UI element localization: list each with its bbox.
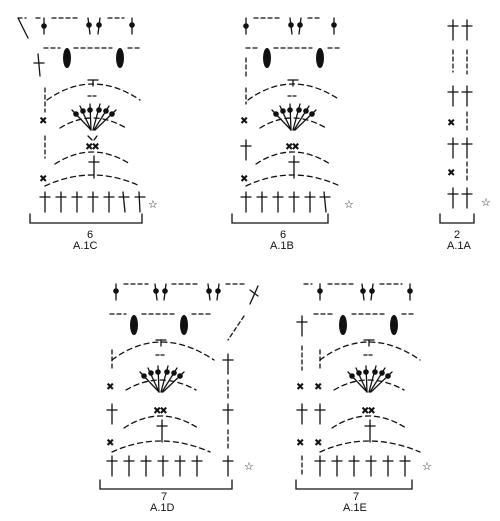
svg-text:×: × (107, 381, 113, 393)
svg-text:×: × (315, 437, 321, 449)
diagram-a1d: × ×× × ☆ 7 A.1D (99, 283, 259, 514)
a1e-stitch-count: 7 (353, 491, 359, 503)
a1c-repeat-star: ☆ (148, 198, 158, 211)
a1b-label: A.1B (270, 240, 294, 252)
a1e-row-2 (296, 313, 417, 337)
a1b-bracket (231, 213, 329, 224)
a1e-top-row (303, 283, 413, 301)
a1c-bracket (29, 213, 143, 224)
diagram-a1c: × ×× × ☆ 6 A.1C (17, 17, 158, 252)
a1d-lower: ×× × (106, 403, 234, 453)
a1e-label: A.1E (343, 502, 367, 514)
svg-text:×: × (297, 381, 303, 393)
a1d-label: A.1D (150, 502, 175, 514)
a1a-repeat-star: ☆ (481, 196, 491, 209)
a1b-fan: × (240, 79, 341, 161)
a1c-base-trebles (39, 191, 146, 213)
svg-text:×: × (448, 117, 454, 129)
a1a-stitch-count: 2 (454, 229, 460, 241)
a1d-fan: × (106, 339, 234, 425)
diagram-a1a: × × (447, 19, 473, 209)
svg-text:××: ×× (154, 405, 167, 417)
svg-text:×: × (315, 381, 321, 393)
a1b-base-trebles (240, 191, 331, 213)
a1e-lower: ×× × × (296, 404, 421, 453)
a1d-stitch-count: 7 (161, 491, 167, 503)
svg-text:×: × (448, 167, 454, 179)
a1d-top-row (113, 283, 259, 305)
a1e-bracket (295, 479, 413, 490)
a1c-label: A.1C (73, 240, 98, 252)
a1b-stitch-count: 6 (280, 229, 286, 241)
svg-text:×: × (241, 115, 247, 127)
svg-text:×: × (297, 437, 303, 449)
a1e-repeat-star: ☆ (422, 460, 432, 473)
a1c-stitch-count: 6 (87, 229, 93, 241)
a1d-bracket (99, 479, 233, 490)
a1b-repeat-star: ☆ (344, 198, 354, 211)
svg-text:×: × (40, 115, 46, 127)
a1b-row-2 (245, 47, 341, 77)
a1d-base-trebles (106, 455, 234, 477)
a1c-row-2 (33, 47, 141, 77)
svg-text:××: ×× (286, 141, 299, 153)
a1e-base-trebles (301, 455, 411, 477)
a1d-repeat-star: ☆ (244, 460, 254, 473)
a1e-fan: × × (296, 339, 421, 425)
svg-text:×: × (40, 173, 46, 185)
diagram-a1e: × × ×× × × ☆ 7 A.1E (295, 283, 432, 514)
svg-text:××: ×× (86, 141, 99, 153)
a1a-label: A.1A (447, 240, 472, 252)
a1c-fan: × (39, 79, 141, 159)
diagram-a1b: × ×× × ☆ 6 A.1B (231, 17, 354, 252)
a1a-bracket (439, 213, 475, 224)
a1b-top-row (243, 17, 337, 35)
svg-text:××: ×× (362, 405, 375, 417)
svg-text:×: × (241, 173, 247, 185)
a1d-row-2 (109, 313, 245, 341)
svg-text:×: × (107, 437, 113, 449)
a1c-lower: ×× × (39, 135, 141, 187)
a1b-lower: ×× × (240, 140, 341, 187)
a1c-top-row (17, 17, 135, 39)
